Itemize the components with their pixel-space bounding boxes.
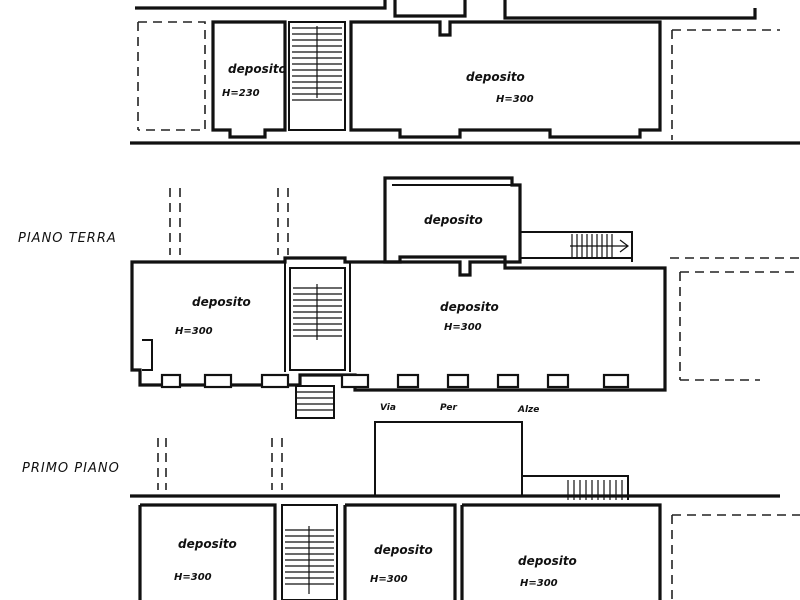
first-left-room-name: deposito	[178, 537, 237, 551]
top-staircase	[292, 26, 342, 101]
first-external-stair	[522, 475, 629, 500]
first-floor-plan	[130, 421, 800, 600]
top-room-left-outline	[211, 20, 287, 139]
ground-right-room-name: deposito	[440, 300, 499, 314]
first-right-room-outline	[460, 503, 662, 600]
ground-left-room-name: deposito	[192, 295, 251, 309]
street-label-3: Alze	[517, 405, 539, 415]
top-room-left-name: deposito	[228, 62, 287, 76]
ground-right-room-height: H=300	[444, 322, 482, 333]
ground-floor-title: PIANO TERRA	[18, 231, 117, 246]
first-middle-room-name: deposito	[374, 543, 433, 557]
ground-left-room-height: H=300	[175, 326, 213, 337]
first-left-room-outline	[138, 503, 277, 600]
top-room-right-height: H=300	[496, 94, 534, 105]
first-middle-room-outline	[343, 503, 457, 600]
ground-external-stair	[520, 231, 633, 262]
first-staircase	[285, 526, 334, 594]
ground-annex-name: deposito	[424, 213, 483, 227]
top-room-right-outline	[349, 20, 662, 139]
top-room-right-name: deposito	[466, 70, 525, 84]
street-label-1: Via	[380, 403, 396, 413]
top-stair-core	[288, 21, 346, 131]
first-left-room-height: H=300	[174, 572, 212, 583]
ground-floor-plan	[130, 176, 800, 419]
ground-staircase	[293, 284, 342, 340]
first-right-room-height: H=300	[520, 578, 558, 589]
street-label-2: Per	[440, 403, 457, 413]
first-middle-room-height: H=300	[370, 574, 408, 585]
first-floor-title: PRIMO PIANO	[22, 461, 120, 476]
top-floor-plan	[130, 0, 800, 145]
ground-main-outline	[130, 256, 667, 392]
ground-front-pillars	[160, 373, 630, 389]
ground-entrance-steps	[295, 385, 335, 419]
top-room-left-height: H=230	[222, 88, 260, 99]
first-right-room-name: deposito	[518, 554, 577, 568]
ground-stair-core	[289, 267, 346, 371]
first-stair-core	[281, 504, 338, 600]
